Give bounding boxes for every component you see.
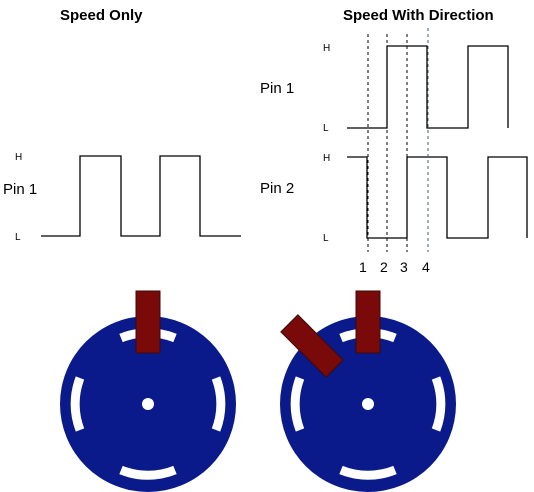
marker-label-1: 1 (359, 259, 367, 275)
right-title: Speed With Direction (343, 7, 494, 24)
direction-waveform-group: H L Pin 1 H L Pin 2 1 2 3 4 (260, 28, 528, 275)
left-slot-left (70, 376, 85, 432)
speed-only-encoder-disk (60, 290, 236, 492)
left-slot-right (211, 376, 226, 432)
right-disk-hub (362, 398, 374, 410)
left-title: Speed Only (60, 7, 143, 24)
right-slot-left (290, 376, 305, 432)
direction-encoder-disk (280, 290, 456, 492)
left-high-label: H (15, 152, 22, 163)
right-pin2-label: Pin 2 (260, 180, 294, 197)
left-sensor (135, 290, 161, 354)
left-slot-bottom (119, 465, 177, 480)
pin2-waveform (347, 156, 528, 239)
right-slot-right (431, 376, 446, 432)
marker-label-3: 3 (400, 259, 408, 275)
right-pin1-label: Pin 1 (260, 80, 294, 97)
right-slot-bottom (339, 465, 397, 480)
right-sensor-b (280, 314, 344, 378)
right-sensor-a (355, 290, 381, 354)
speed-only-waveform-group: H L Pin 1 (3, 152, 241, 243)
right-pin2-low-label: L (323, 233, 329, 244)
marker-label-4: 4 (422, 259, 430, 275)
right-pin1-high-label: H (323, 43, 330, 54)
right-pin2-high-label: H (323, 153, 330, 164)
right-pin1-low-label: L (323, 123, 329, 134)
left-disk-hub (142, 398, 154, 410)
left-low-label: L (15, 232, 21, 243)
speed-only-waveform (41, 155, 241, 237)
left-pin1-label: Pin 1 (3, 181, 37, 198)
marker-label-2: 2 (380, 259, 388, 275)
